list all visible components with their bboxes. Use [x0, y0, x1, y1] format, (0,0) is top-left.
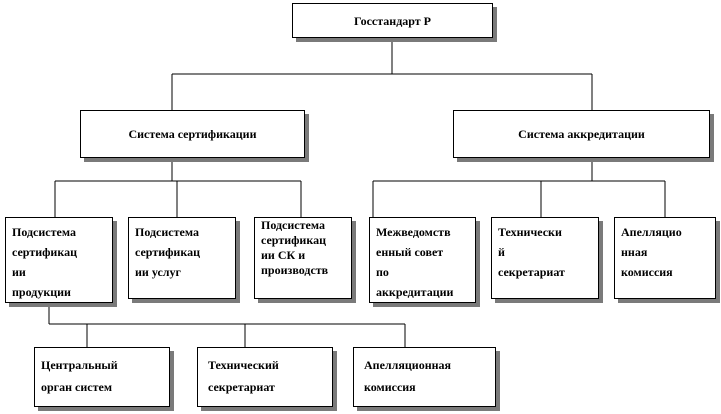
node-accreditation-system: Система аккредитации: [453, 110, 710, 158]
council-line-1: Межведомств: [376, 225, 451, 239]
services-line-3: ии услуг: [135, 265, 181, 279]
central-line-1: Центральный: [41, 358, 118, 372]
node-accreditation-system-label: Система аккредитации: [518, 127, 645, 141]
qms-line-4: производств: [261, 263, 329, 277]
services-line-1: Подсистема: [135, 225, 199, 239]
node-gosstandart-label: Госстандарт Р: [354, 13, 431, 28]
appeal-accr-line-3: комиссия: [621, 265, 673, 279]
appeal-line-1: Апелляционная: [364, 358, 452, 372]
appeal-accr-line-2: нная: [621, 245, 648, 259]
node-product-subsystem: Подсистема сертификац ии продукции: [5, 217, 113, 303]
central-line-2: орган систем: [41, 380, 112, 394]
node-certification-system: Система сертификации: [80, 110, 305, 158]
node-certification-system-label: Система сертификации: [128, 127, 257, 141]
tech-line-1: Технический: [208, 358, 279, 372]
node-interdepartmental-council: Межведомств енный совет по аккредитации: [369, 217, 476, 303]
node-gosstandart: Госстандарт Р: [292, 3, 493, 38]
node-appeal-commission-accreditation: Апелляцио нная комиссия: [614, 217, 716, 299]
product-line-1: Подсистема: [12, 225, 76, 239]
node-services-subsystem: Подсистема сертификац ии услуг: [128, 217, 236, 299]
tech-accr-line-2: й: [498, 245, 505, 259]
tech-accr-line-1: Технически: [498, 225, 562, 239]
qms-line-3: ии СК и: [261, 248, 306, 262]
council-line-2: енный совет: [376, 245, 444, 259]
qms-line-2: сертификац: [261, 233, 326, 247]
council-line-4: аккредитации: [376, 285, 454, 299]
council-line-3: по: [376, 265, 389, 279]
node-central-body: Центральный орган систем: [34, 347, 170, 407]
product-line-4: продукции: [12, 285, 71, 299]
appeal-accr-line-1: Апелляцио: [621, 225, 682, 239]
qms-line-1: Подсистема: [261, 218, 325, 232]
node-tech-secretariat: Технический секретариат: [197, 347, 333, 407]
node-qms-subsystem: Подсистема сертификац ии СК и производст…: [254, 217, 352, 299]
product-line-2: сертификац: [12, 245, 77, 259]
tech-line-2: секретариат: [208, 380, 275, 394]
product-line-3: ии: [12, 265, 26, 279]
services-line-2: сертификац: [135, 245, 200, 259]
node-appeal-commission: Апелляционная комиссия: [353, 347, 496, 407]
tech-accr-line-3: секретариат: [498, 265, 565, 279]
appeal-line-2: комиссия: [364, 380, 416, 394]
node-tech-secretariat-accreditation: Технически й секретариат: [491, 217, 599, 299]
